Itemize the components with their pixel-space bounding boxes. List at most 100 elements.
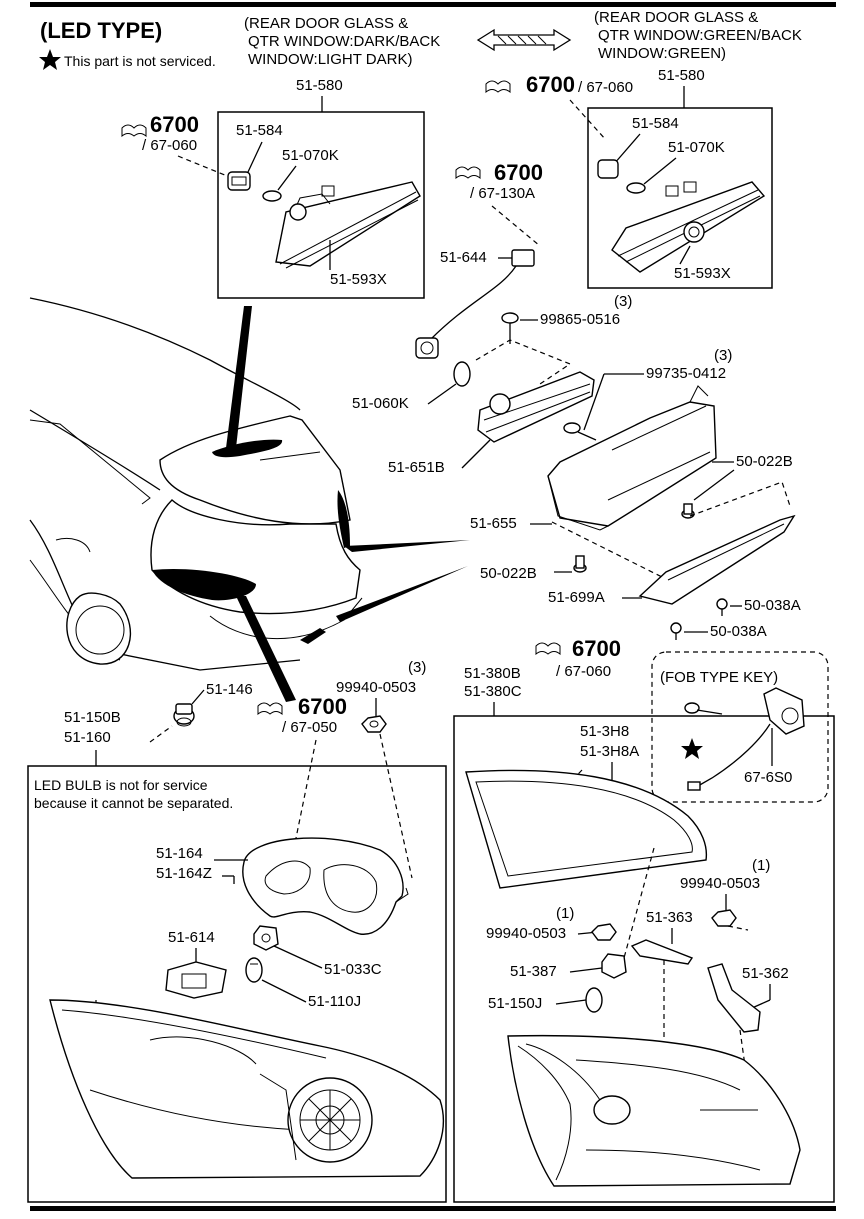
label-51-164z: 51-164Z (156, 865, 212, 882)
top-rule (30, 2, 836, 7)
label-51-593x-left: 51-593X (330, 271, 387, 288)
bracket-51-363 (630, 939, 694, 965)
screw-99735-0412 (563, 422, 597, 441)
label-51-070k-right: 51-070K (668, 139, 725, 156)
ref-5-sub: / 67-060 (556, 663, 611, 680)
ref-2-sub: / 67-060 (578, 79, 633, 96)
page-title: (LED TYPE) (40, 18, 162, 43)
label-51-380b: 51-380B (464, 665, 521, 682)
harness-51-644 (415, 249, 535, 359)
housing-51-164 (242, 837, 409, 935)
label-51-3h8: 51-3H8 (580, 723, 629, 740)
label-99735-0412: 99735-0412 (646, 365, 726, 382)
label-51-150j: 51-150J (488, 995, 542, 1012)
screw-99865-0516 (501, 312, 519, 344)
label-51-060k: 51-060K (352, 395, 409, 412)
label-51-614: 51-614 (168, 929, 215, 946)
socket-51-033c (253, 925, 279, 951)
lamp-51-593x-right (611, 181, 766, 273)
label-51-699a: 51-699A (548, 589, 605, 606)
label-51-070k-left: 51-070K (282, 147, 339, 164)
lamp-box-right (587, 107, 773, 289)
nut-99940-0503-r2 (591, 923, 617, 941)
variant-left-line-2: QTR WINDOW:DARK/BACK (248, 33, 440, 50)
label-51-033c: 51-033C (324, 961, 382, 978)
reference-book-icon (257, 702, 283, 716)
tail-lamp-51-150b (49, 999, 444, 1179)
label-51-164: 51-164 (156, 845, 203, 862)
clip-50-038a-a (716, 598, 728, 616)
label-50-038a-a: 50-038A (744, 597, 801, 614)
socket-51-584-right (597, 159, 619, 179)
bracket-51-614 (165, 961, 227, 999)
reference-book-icon (121, 124, 147, 138)
label-50-022b-b: 50-022B (480, 565, 537, 582)
label-51-387: 51-387 (510, 963, 557, 980)
label-67-6s0: 67-6S0 (744, 769, 792, 786)
double-arrow-icon (476, 28, 572, 52)
led-note-line-1: LED BULB is not for service (34, 777, 208, 793)
label-50-038a-b: 50-038A (710, 623, 767, 640)
label-51-584-left: 51-584 (236, 122, 283, 139)
nut-99940-0503-r1 (711, 909, 737, 927)
ref-2-main: 6700 (526, 72, 575, 97)
label-51-380c: 51-380C (464, 683, 522, 700)
socket-51-584-left (227, 171, 251, 191)
label-51-3h8a: 51-3H8A (580, 743, 639, 760)
ref-5-main: 6700 (572, 636, 621, 661)
lamp-box-left (217, 111, 425, 299)
bracket-51-362 (707, 963, 761, 1033)
label-51-363: 51-363 (646, 909, 693, 926)
variant-right-line-2: QTR WINDOW:GREEN/BACK (598, 27, 802, 44)
label-99940-0503-r2: 99940-0503 (486, 925, 566, 942)
variant-left-line-3: WINDOW:LIGHT DARK) (248, 51, 412, 68)
label-50-022b-a: 50-022B (736, 453, 793, 470)
qty-99940-r2: (1) (556, 905, 574, 922)
screw-fob (684, 702, 723, 715)
label-51-146: 51-146 (206, 681, 253, 698)
bulb-51-070k-right (626, 182, 646, 194)
star-icon (39, 49, 61, 70)
label-51-593x-right: 51-593X (674, 265, 731, 282)
reference-book-icon (535, 642, 561, 656)
label-51-362: 51-362 (742, 965, 789, 982)
ref-1-sub: / 67-060 (142, 137, 197, 154)
bulb-51-060k (453, 361, 471, 387)
clip-50-038a-b (670, 622, 682, 640)
ref-4-main: 6700 (298, 694, 347, 719)
label-99865-0516: 99865-0516 (540, 311, 620, 328)
tail-lamp-box-right (453, 715, 835, 1203)
label-51-160: 51-160 (64, 729, 111, 746)
led-note-line-2: because it cannot be separated. (34, 795, 233, 811)
reference-book-icon (455, 166, 481, 180)
qty-99735: (3) (714, 347, 732, 364)
vehicle-outline (29, 297, 470, 702)
not-serviced-note: This part is not serviced. (64, 53, 216, 69)
label-51-580-right: 51-580 (658, 67, 705, 84)
ref-3-main: 6700 (494, 160, 543, 185)
gasket-51-3h8 (465, 769, 708, 889)
bracket-51-655 (547, 385, 717, 531)
clip-50-022b-b (573, 555, 587, 573)
label-51-655: 51-655 (470, 515, 517, 532)
label-51-150b: 51-150B (64, 709, 121, 726)
star-icon (681, 738, 703, 759)
ref-4-sub: / 67-050 (282, 719, 337, 736)
label-51-580-left: 51-580 (296, 77, 343, 94)
label-51-644: 51-644 (440, 249, 487, 266)
cover-51-699a (638, 514, 796, 605)
fob-title: (FOB TYPE KEY) (660, 669, 778, 686)
bulb-51-070k-left (262, 190, 282, 202)
bulb-51-110j (245, 957, 263, 983)
nut-99940-0503-top (361, 715, 387, 733)
label-99940-0503-top: 99940-0503 (336, 679, 416, 696)
tail-lamp-51-380b (507, 1034, 801, 1187)
label-51-651b: 51-651B (388, 459, 445, 476)
tail-lamp-box-left (27, 765, 447, 1203)
clip-50-022b-a (681, 503, 695, 519)
ref-3-sub: / 67-130A (470, 185, 535, 202)
fob-type-key-box (651, 651, 829, 803)
label-51-584-right: 51-584 (632, 115, 679, 132)
